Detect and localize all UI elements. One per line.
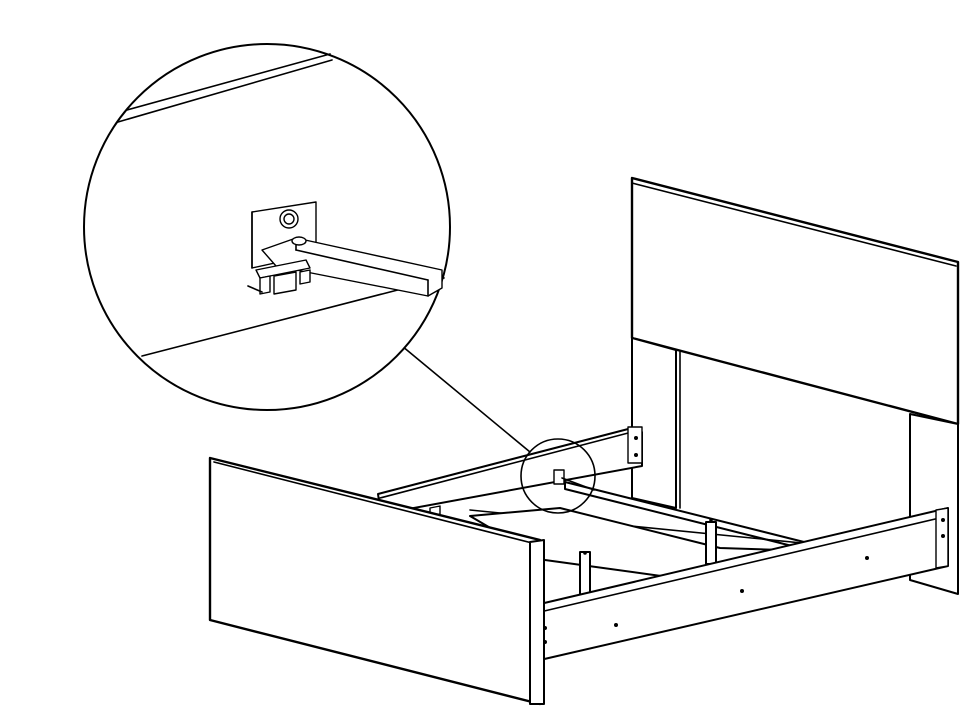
footboard: [208, 456, 545, 706]
detail-callout: [83, 43, 596, 514]
left-side-rail: [377, 426, 643, 513]
